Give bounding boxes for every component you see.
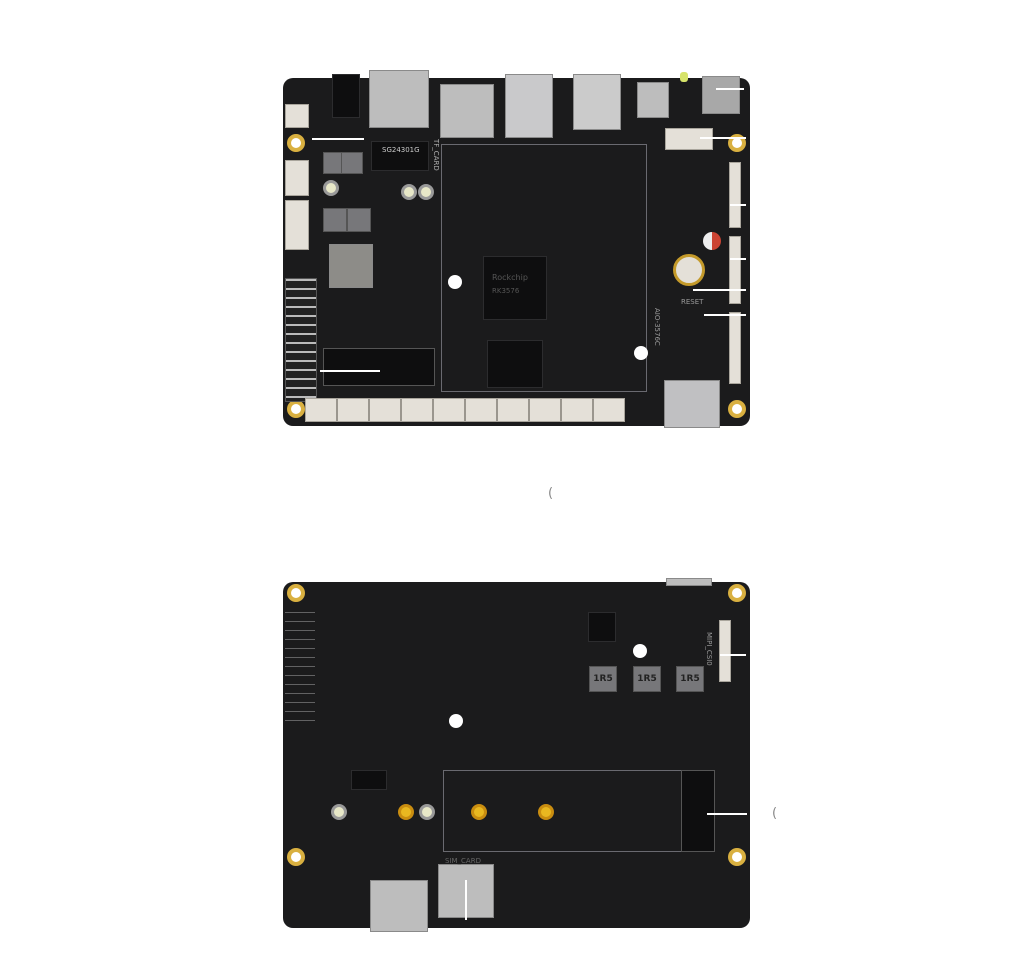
wifi-module	[329, 244, 373, 288]
hole	[449, 714, 463, 728]
pin-labels	[285, 612, 315, 722]
tf-card-label: TF_CARD	[432, 139, 440, 171]
usb-c-port	[637, 82, 669, 118]
leader-line	[312, 138, 364, 140]
usb2-port	[573, 74, 621, 130]
hdmi-port	[664, 380, 720, 428]
mount-hole	[728, 584, 746, 602]
mipi-label: MIPI_CSI0	[705, 632, 713, 666]
button-cell-battery	[673, 254, 705, 286]
side-connector	[285, 104, 309, 128]
inductor	[323, 208, 347, 232]
ethernet-port	[370, 880, 428, 932]
standoff	[398, 804, 414, 820]
gpio-header	[285, 278, 317, 402]
tf-card-slot	[440, 84, 494, 138]
leader-line	[730, 204, 746, 206]
side-connector	[285, 160, 309, 196]
dc-jack	[702, 76, 740, 114]
leader-line	[720, 654, 746, 656]
hole	[634, 346, 648, 360]
leader-line	[716, 88, 744, 90]
inductor-label: 1R5	[637, 674, 657, 684]
inductor-label: 1R5	[680, 674, 700, 684]
inductor	[341, 152, 363, 174]
screw	[419, 804, 435, 820]
inductor: 1R5	[633, 666, 661, 692]
inductor: 1R5	[676, 666, 704, 692]
screw	[401, 184, 417, 200]
standoff	[538, 804, 554, 820]
ethernet-port	[369, 70, 429, 128]
mipi-connector	[729, 236, 741, 304]
screw	[323, 180, 339, 196]
mount-hole	[287, 584, 305, 602]
capacitor	[703, 232, 721, 250]
usb3-port	[505, 74, 553, 138]
annotation-paren: (	[548, 486, 554, 501]
inductor	[347, 208, 371, 232]
hole	[448, 275, 462, 289]
leader-line	[707, 813, 747, 815]
mipi-connector	[729, 312, 741, 384]
annotation-paren: (	[772, 806, 778, 821]
board-name: AIO-3576C	[653, 308, 661, 346]
hole	[633, 644, 647, 658]
screw	[331, 804, 347, 820]
mipi-connector	[719, 620, 731, 682]
leader-line	[700, 137, 746, 139]
inductor-label: 1R5	[593, 674, 613, 684]
sim-card-label: SIM_CARD	[445, 857, 481, 865]
som-shield-outline	[441, 144, 647, 392]
soc-brand: Rockchip	[492, 273, 528, 282]
soc-chip: Rockchip RK3576	[483, 256, 547, 320]
mount-hole	[287, 848, 305, 866]
screw	[418, 184, 434, 200]
emmc-label: SG24301G	[382, 146, 420, 154]
audio-jack	[332, 74, 360, 118]
leader-line	[730, 258, 746, 260]
led	[680, 72, 688, 82]
fan-connector	[665, 128, 713, 150]
leader-line	[465, 880, 467, 920]
leader-line	[704, 314, 746, 316]
soc-model: RK3576	[492, 287, 520, 295]
ic-chip	[588, 612, 616, 642]
ram-chip	[487, 340, 543, 388]
standoff	[471, 804, 487, 820]
emmc-chip: SG24301G	[371, 141, 429, 171]
mipi-connector	[729, 162, 741, 228]
mount-hole	[728, 400, 746, 418]
mount-hole	[728, 848, 746, 866]
mount-hole	[287, 400, 305, 418]
mount-hole	[287, 134, 305, 152]
m2-slot	[323, 348, 435, 386]
inductor: 1R5	[589, 666, 617, 692]
bottom-connector-row	[305, 398, 625, 422]
board-bottom-view: 1R5 1R5 1R5 MIPI_CSI0	[283, 582, 750, 928]
usb-edge	[666, 578, 712, 586]
leader-line	[693, 289, 746, 291]
ic-chip	[351, 770, 387, 790]
m2-slot	[681, 770, 715, 852]
side-connector	[285, 200, 309, 250]
reset-label: RESET	[681, 298, 704, 306]
leader-line	[320, 370, 380, 372]
